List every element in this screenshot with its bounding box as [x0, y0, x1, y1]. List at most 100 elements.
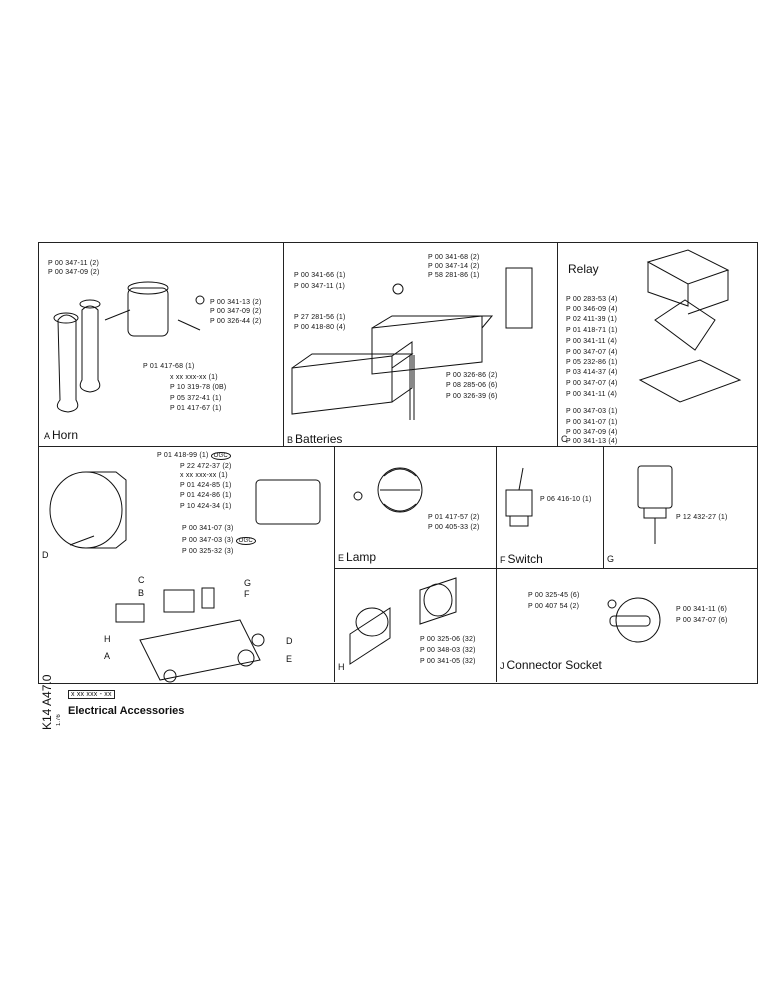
relay-title: Relay — [568, 262, 599, 276]
row-divider-2 — [334, 568, 757, 569]
document-code: K14 A47.0 — [40, 674, 54, 730]
overview-callout: A — [104, 651, 111, 661]
overview-callout: C — [138, 575, 145, 585]
switch-letter: F — [500, 555, 506, 565]
d-part: P 10 424-34 (1) — [180, 503, 232, 510]
batteries-part: P 00 341-68 (2) — [428, 254, 480, 261]
caption: Electrical Accessories — [68, 705, 185, 717]
connector-letter: J — [500, 661, 505, 671]
col-divider-hj — [496, 568, 497, 682]
horn-part: P 01 417-67 (1) — [170, 405, 222, 412]
connector-part: P 00 325-45 (6) — [528, 592, 580, 599]
batteries-part: P 00 326-39 (6) — [446, 393, 498, 400]
horn-part: P 00 341-13 (2) — [210, 299, 262, 306]
horn-letter: A — [44, 431, 51, 441]
d-part: P 01 424-85 (1) — [180, 482, 232, 489]
diagram-frame — [38, 242, 758, 684]
horn-part: P 01 417-68 (1) — [143, 363, 195, 370]
connector-title-text: Connector Socket — [506, 658, 602, 672]
batteries-title-text: Batteries — [295, 432, 343, 446]
placeholder-code: x xx xxx - xx — [68, 690, 115, 699]
horn-part: P 00 347-11 (2) — [48, 260, 99, 267]
lamp-part: P 01 417-57 (2) — [428, 514, 480, 521]
relay-letter: C — [561, 434, 568, 444]
relay-part: P 01 418-71 (1) — [566, 327, 618, 334]
col-divider-fg — [603, 446, 604, 568]
batteries-part: P 00 347-11 (1) — [294, 283, 345, 290]
relay-part: P 00 347-07 (4) — [566, 380, 618, 387]
connector-part: P 00 341-11 (6) — [676, 606, 727, 613]
overview-callout: G — [244, 578, 252, 588]
d-part-text: P 01 418-99 (1) — [157, 452, 209, 459]
batteries-part: P 00 418-80 (4) — [294, 324, 346, 331]
col-divider-ab — [283, 242, 284, 446]
g-part: P 12 432-27 (1) — [676, 514, 728, 521]
connector-part: P 00 407 54 (2) — [528, 603, 580, 610]
relay-part: P 00 283-53 (4) — [566, 296, 618, 303]
g-letter: G — [607, 554, 615, 564]
col-divider-ef — [496, 446, 497, 568]
d-part: P 01 418-99 (1) OGC — [157, 452, 231, 460]
d-part: P 00 347-03 (3) OGC — [182, 537, 256, 545]
overview-callout: D — [286, 636, 293, 646]
relay-part: P 00 347-07 (4) — [566, 349, 618, 356]
overview-callout: F — [244, 589, 250, 599]
horn-title-text: Horn — [52, 428, 79, 442]
lamp-letter: E — [338, 553, 345, 563]
document-subcode: 1.76 — [56, 714, 62, 726]
relay-part: P 05 232-86 (1) — [566, 359, 618, 366]
batteries-part: P 00 347-14 (2) — [428, 263, 480, 270]
ogc-mark: OGC — [210, 452, 231, 460]
horn-part: P 00 347-09 (2) — [210, 308, 262, 315]
overview-callout: E — [286, 654, 293, 664]
d-part-text: P 00 347-03 (3) — [182, 537, 234, 544]
d-part: P 01 424-86 (1) — [180, 492, 232, 499]
h-letter: H — [338, 662, 345, 672]
batteries-part: P 00 341-66 (1) — [294, 272, 346, 279]
horn-part: P 00 326-44 (2) — [210, 318, 262, 325]
relay-part: P 00 347-09 (4) — [566, 429, 618, 436]
overview-callout: B — [138, 588, 145, 598]
col-divider-de — [334, 446, 335, 682]
h-part: P 00 341-05 (32) — [420, 658, 476, 665]
horn-part: P 00 347-09 (2) — [48, 269, 100, 276]
batteries-part: P 27 281-56 (1) — [294, 314, 346, 321]
h-part: P 00 348-03 (32) — [420, 647, 476, 654]
relay-part: P 00 341-11 (4) — [566, 338, 617, 345]
batteries-part: P 08 285-06 (6) — [446, 382, 498, 389]
relay-part: P 00 341-07 (1) — [566, 419, 618, 426]
h-part: P 00 325-06 (32) — [420, 636, 476, 643]
batteries-part: P 00 326-86 (2) — [446, 372, 498, 379]
row-divider-1 — [38, 446, 757, 447]
ogc-mark: OGC — [235, 537, 256, 545]
horn-part: x xx xxx-xx (1) — [170, 374, 218, 381]
d-part: x xx xxx-xx (1) — [180, 472, 228, 479]
batteries-letter: B — [287, 435, 294, 445]
relay-part: P 00 341-13 (4) — [566, 438, 618, 445]
lamp-part: P 00 405-33 (2) — [428, 524, 480, 531]
d-part: P 00 325-32 (3) — [182, 548, 234, 555]
relay-part: P 00 346-09 (4) — [566, 306, 618, 313]
relay-part: P 03 414-37 (4) — [566, 369, 618, 376]
switch-part: P 06 416-10 (1) — [540, 496, 592, 503]
relay-part: P 00 347-03 (1) — [566, 408, 618, 415]
overview-callout: H — [104, 634, 111, 644]
d-letter: D — [42, 550, 49, 560]
relay-part: P 02 411-39 (1) — [566, 316, 617, 323]
col-divider-bc — [557, 242, 558, 446]
connector-part: P 00 347-07 (6) — [676, 617, 728, 624]
relay-part: P 00 341-11 (4) — [566, 391, 617, 398]
switch-title-text: Switch — [507, 552, 543, 566]
lamp-title-text: Lamp — [346, 550, 377, 564]
d-part: P 00 341-07 (3) — [182, 525, 234, 532]
horn-part: P 10 319-78 (0B) — [170, 384, 227, 391]
horn-part: P 05 372-41 (1) — [170, 395, 222, 402]
d-part: P 22 472-37 (2) — [180, 463, 232, 470]
batteries-part: P 58 281-86 (1) — [428, 272, 480, 279]
